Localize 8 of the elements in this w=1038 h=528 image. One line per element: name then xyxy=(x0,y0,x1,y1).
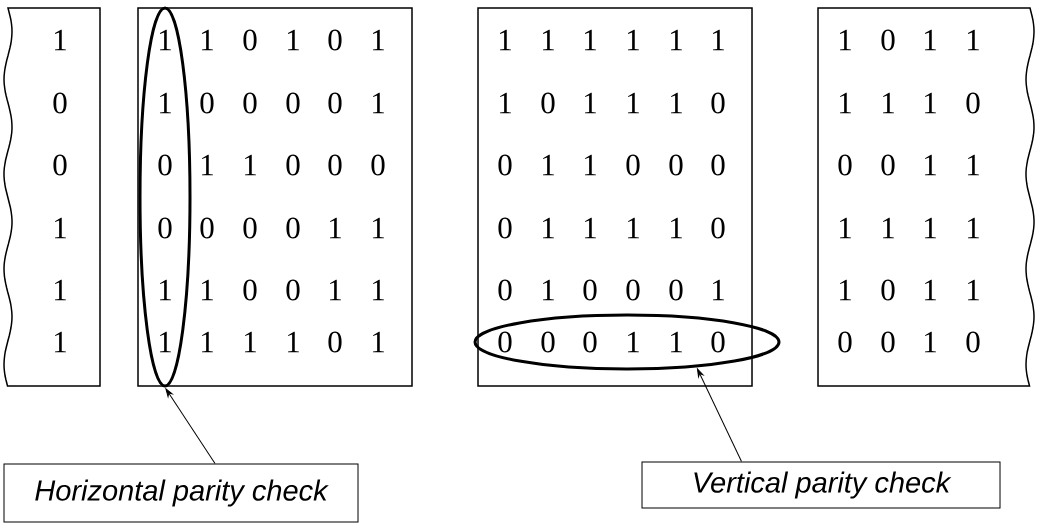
circled-bits: 0 0 0 1 1 0 xyxy=(473,313,781,371)
leader-arrow xyxy=(696,368,742,462)
circled-bits: 1 1 0 0 1 1 xyxy=(138,6,192,388)
leader-arrow xyxy=(165,388,216,464)
bit-panel: 1 0 0 1 1 1 xyxy=(3,7,101,387)
label-box: Vertical parity check xyxy=(641,461,1001,509)
bit-panel: 1 0 1 1 1 1 1 0 0 0 1 1 1 1 1 1 1 0 1 1 0 0 1 0 xyxy=(817,7,1035,387)
label-box: Horizontal parity check xyxy=(3,463,359,523)
